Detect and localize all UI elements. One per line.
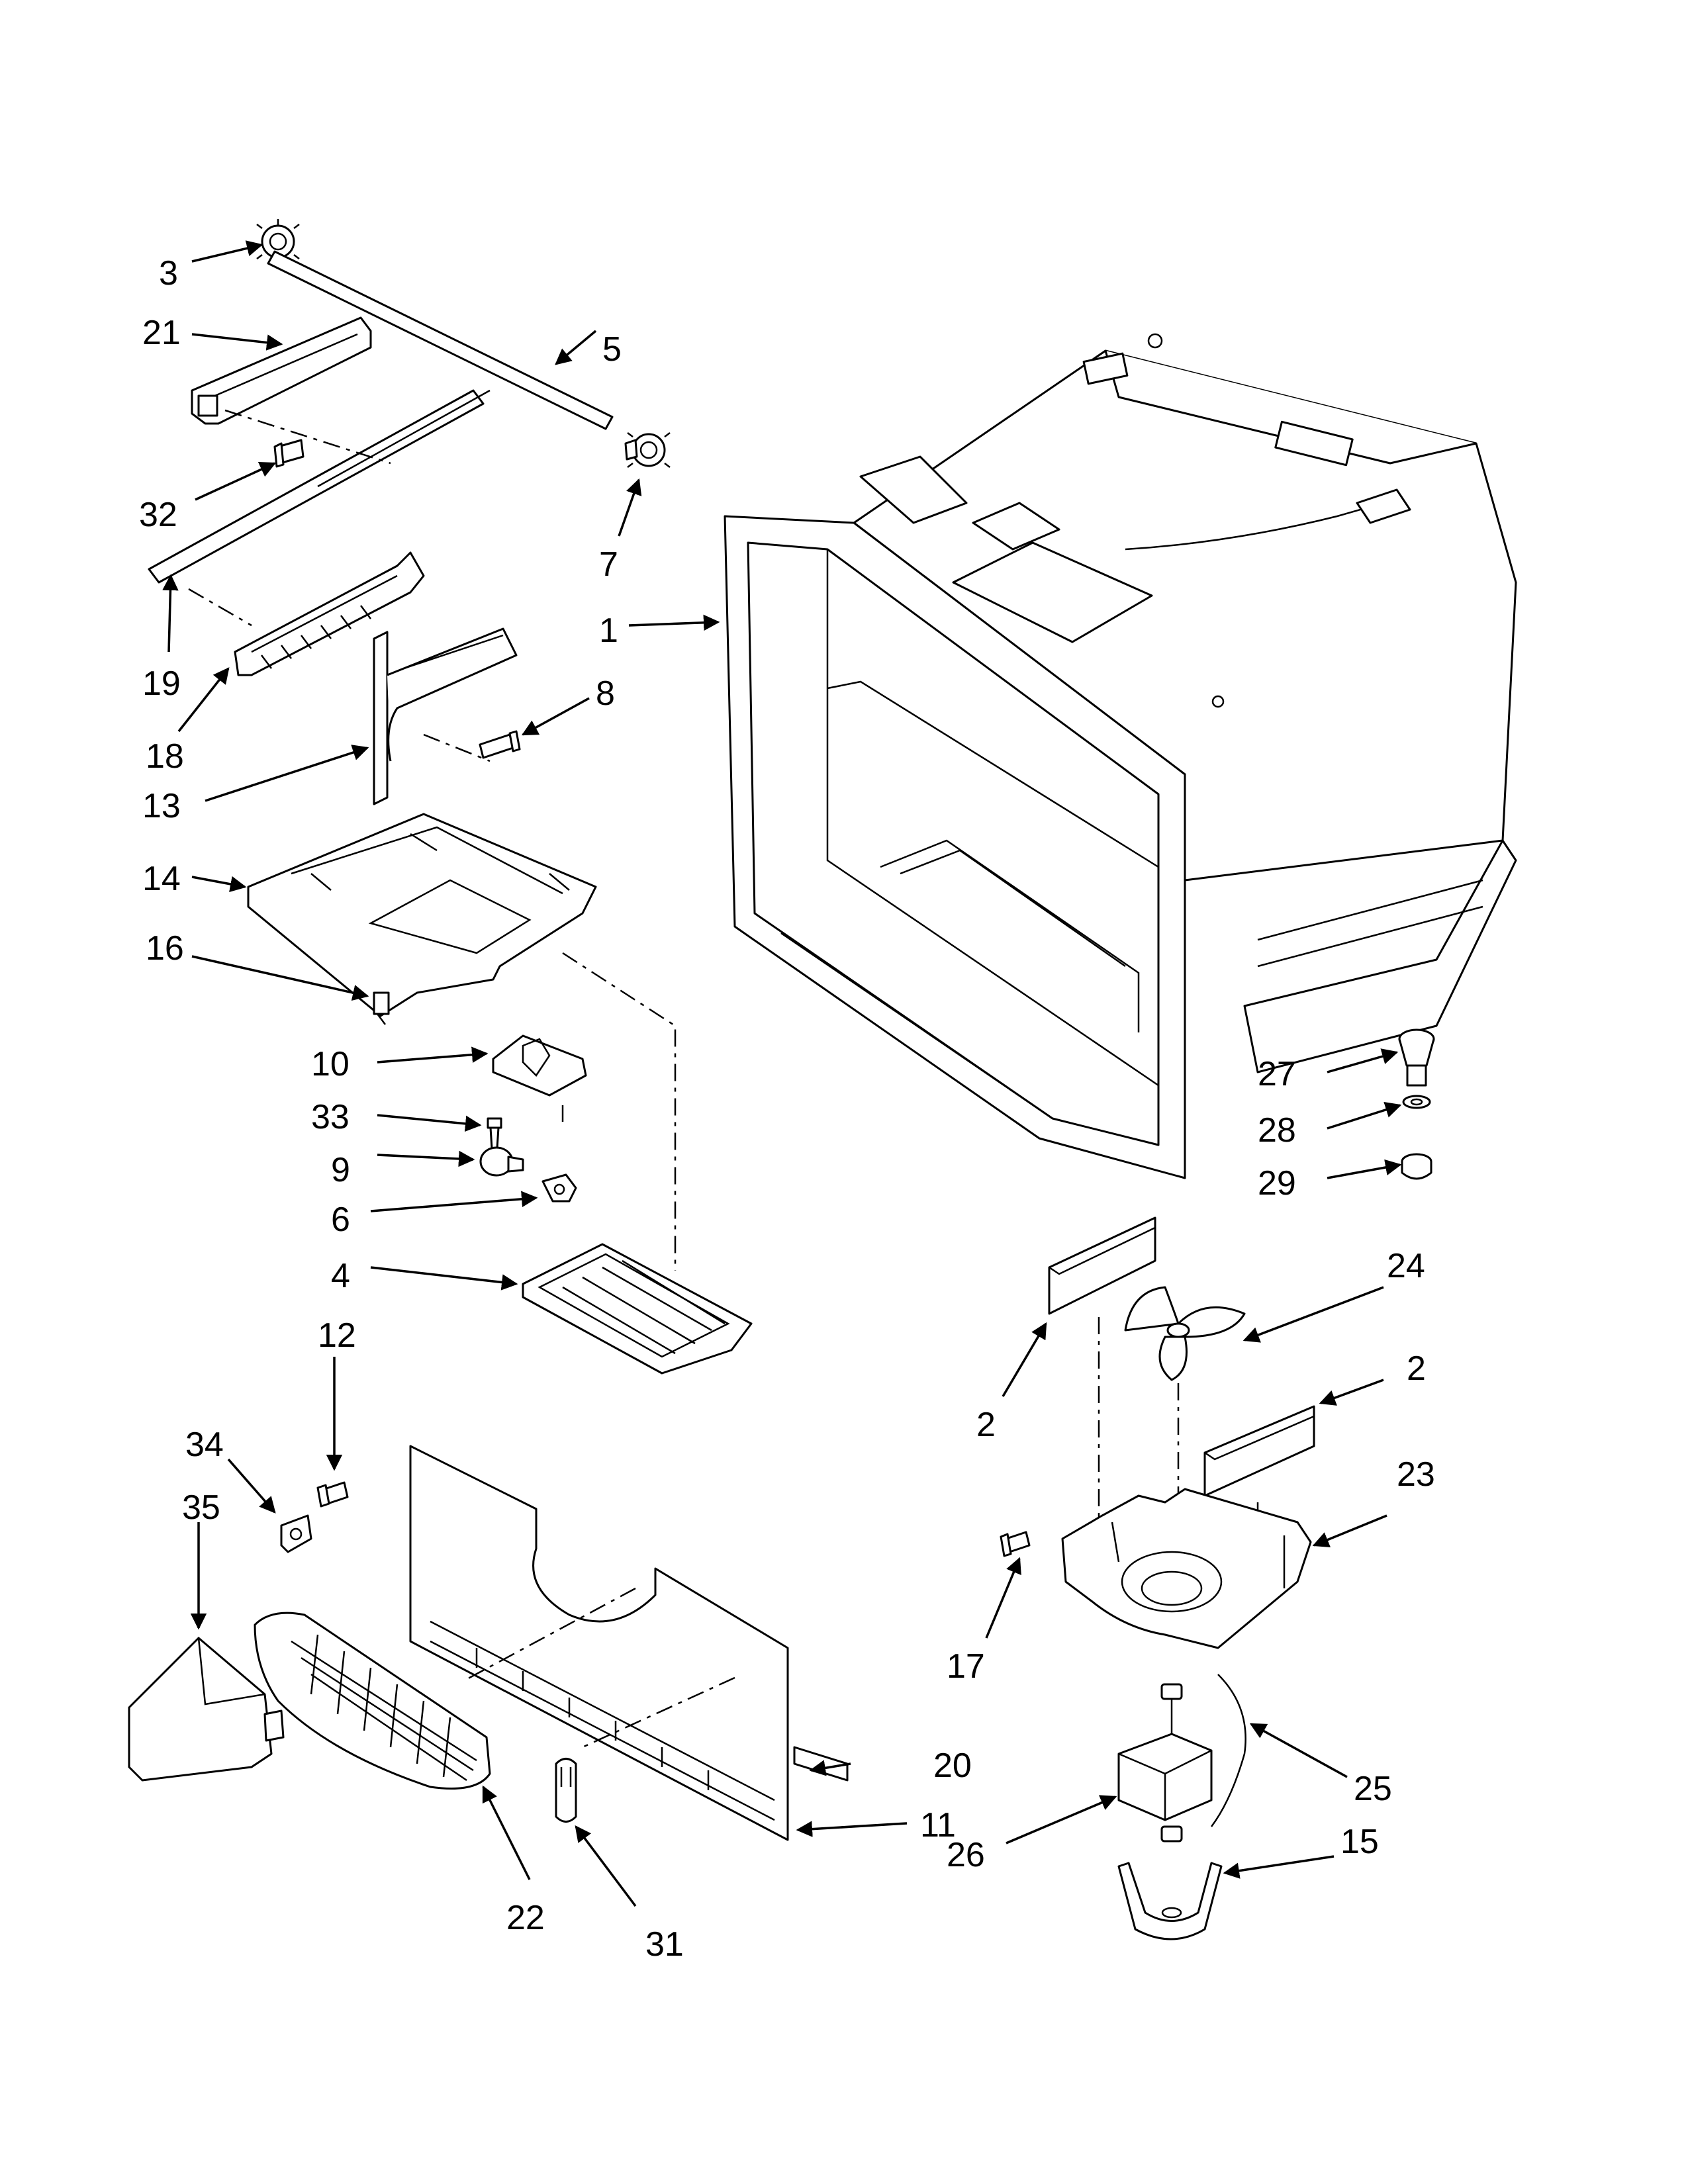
callout-2a: 2 [976, 1406, 996, 1444]
callout-15: 15 [1340, 1823, 1379, 1861]
callout-11: 11 [920, 1806, 956, 1844]
callout-28: 28 [1258, 1111, 1296, 1150]
screw-part-12 [316, 1481, 349, 1508]
callout-5: 5 [602, 330, 622, 369]
leader-lines [162, 240, 1402, 1907]
socket-part-6 [541, 1173, 577, 1203]
callout-32: 32 [139, 496, 177, 534]
motor-part-26 [1117, 1674, 1246, 1843]
callout-34: 34 [185, 1426, 224, 1464]
callout-26: 26 [947, 1836, 985, 1874]
slide-bracket-part-18 [188, 551, 425, 676]
washer-part-28 [1402, 1095, 1431, 1109]
bulb-part-9 [479, 1146, 524, 1177]
callout-20: 20 [933, 1747, 972, 1785]
freezer-liner-part-1 [724, 333, 1517, 1179]
callout-1: 1 [599, 612, 618, 650]
screw-part-17 [1000, 1531, 1031, 1557]
callout-6: 6 [331, 1201, 350, 1239]
callout-35: 35 [182, 1488, 220, 1527]
cover-box-part-35 [128, 1637, 285, 1782]
callout-10: 10 [311, 1045, 350, 1083]
callout-13: 13 [142, 787, 181, 825]
callout-24: 24 [1387, 1247, 1425, 1285]
switch-part-16 [373, 991, 390, 1025]
callout-27: 27 [1258, 1055, 1296, 1093]
callout-29: 29 [1258, 1164, 1296, 1203]
callout-12: 12 [318, 1316, 356, 1355]
tray-housing-part-14 [247, 813, 677, 1271]
bracket-part-13 [373, 627, 518, 805]
grille-part-22 [254, 1612, 491, 1790]
drain-part-27 [1398, 1028, 1435, 1087]
callout-18: 18 [146, 737, 184, 776]
slide-bracket-part-21 [191, 316, 372, 425]
callout-labels: 3 21 5 32 7 1 19 8 18 13 14 16 10 33 9 6… [139, 254, 1435, 1964]
gear-part-7 [624, 432, 671, 468]
insulation-pad-part-2a [1048, 1216, 1156, 1522]
fan-housing-part-23 [1061, 1488, 1312, 1649]
rod-part-5 [267, 250, 614, 430]
callout-23: 23 [1397, 1455, 1435, 1494]
screw-part-32 [273, 439, 305, 468]
callout-9: 9 [331, 1151, 350, 1189]
fan-blade-part-24 [1124, 1286, 1246, 1628]
callout-7: 7 [599, 545, 618, 584]
callout-17: 17 [947, 1647, 985, 1686]
callout-3: 3 [159, 254, 178, 293]
seal-strip-part-20 [793, 1746, 849, 1782]
rail-part-19 [148, 389, 491, 584]
callout-16: 16 [146, 929, 184, 968]
motor-bracket-part-15 [1117, 1862, 1223, 1940]
back-panel-part-11 [409, 1445, 789, 1841]
callout-25: 25 [1354, 1770, 1392, 1808]
ice-tray-part-4 [522, 1243, 753, 1375]
callout-2b: 2 [1407, 1349, 1426, 1388]
callout-8: 8 [596, 674, 615, 713]
cap-part-29 [1401, 1153, 1432, 1180]
screw-part-33 [487, 1117, 502, 1150]
callout-22: 22 [506, 1899, 545, 1937]
callout-31: 31 [645, 1925, 684, 1964]
cover-part-10 [492, 1034, 587, 1122]
callout-14: 14 [142, 860, 181, 898]
callout-33: 33 [311, 1098, 350, 1136]
callout-4: 4 [331, 1257, 350, 1295]
callout-19: 19 [142, 664, 181, 703]
sensor-part-31 [555, 1758, 577, 1823]
holder-part-34 [280, 1514, 312, 1553]
screw-part-8 [479, 730, 521, 759]
callout-21: 21 [142, 314, 181, 352]
